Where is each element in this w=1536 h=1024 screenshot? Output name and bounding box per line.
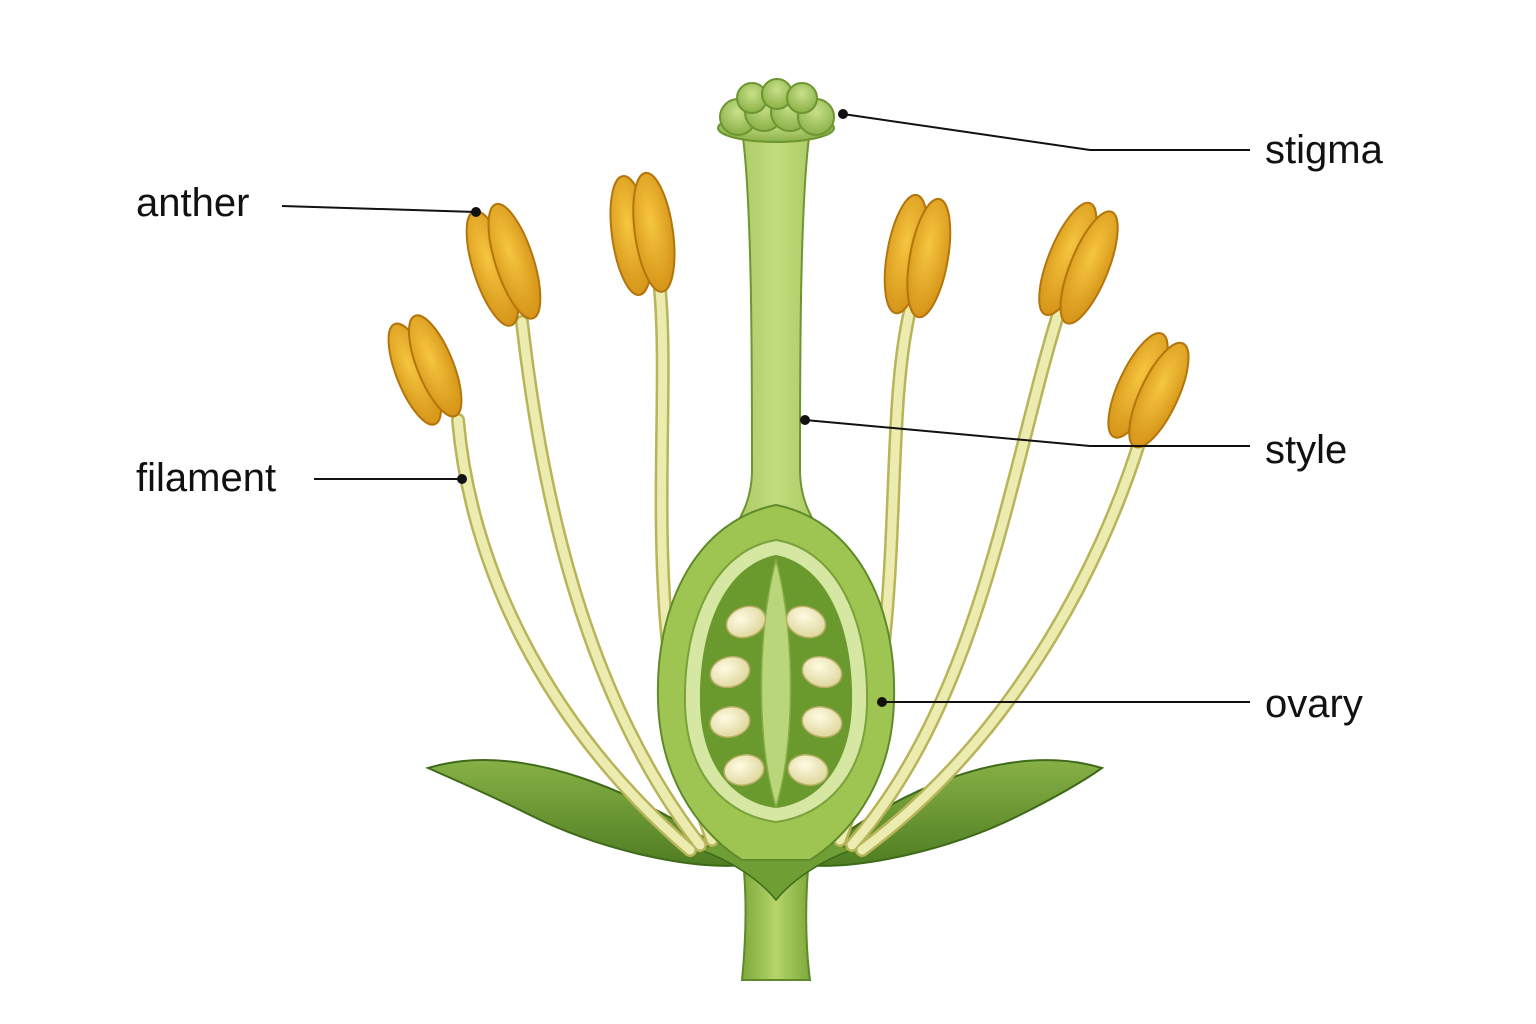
anther <box>1038 201 1119 325</box>
stigma-leader-line <box>842 113 1250 151</box>
ovule <box>709 706 751 738</box>
style-dot <box>800 415 810 425</box>
leader-lines <box>281 113 1250 703</box>
ovary-dot <box>877 697 887 707</box>
ovule <box>801 706 843 738</box>
leader-dots <box>457 109 887 707</box>
ovule <box>787 754 829 786</box>
style-label: style <box>1265 428 1348 472</box>
style-leader-line <box>804 419 1250 447</box>
ovary-label: ovary <box>1265 682 1363 726</box>
anther <box>1107 332 1190 449</box>
filament-label: filament <box>136 456 277 500</box>
ovule <box>785 605 827 639</box>
anther <box>387 314 463 426</box>
stigma-label: stigma <box>1265 128 1383 172</box>
anther <box>465 202 542 327</box>
ovule <box>801 655 843 689</box>
anther <box>609 171 676 297</box>
ovule <box>725 605 767 639</box>
filament-dot <box>457 474 467 484</box>
pistil <box>656 129 896 861</box>
anther-dot <box>471 207 481 217</box>
placenta <box>760 557 792 809</box>
left-sepal <box>425 759 748 867</box>
anther <box>883 193 952 319</box>
stigma <box>717 78 835 143</box>
anthers <box>387 171 1190 449</box>
anther-leader-line <box>281 205 477 213</box>
ovules <box>709 605 843 786</box>
ovule <box>723 754 765 786</box>
stigma-dot <box>838 109 848 119</box>
anther-label: anther <box>136 181 250 225</box>
ovule <box>709 655 751 689</box>
